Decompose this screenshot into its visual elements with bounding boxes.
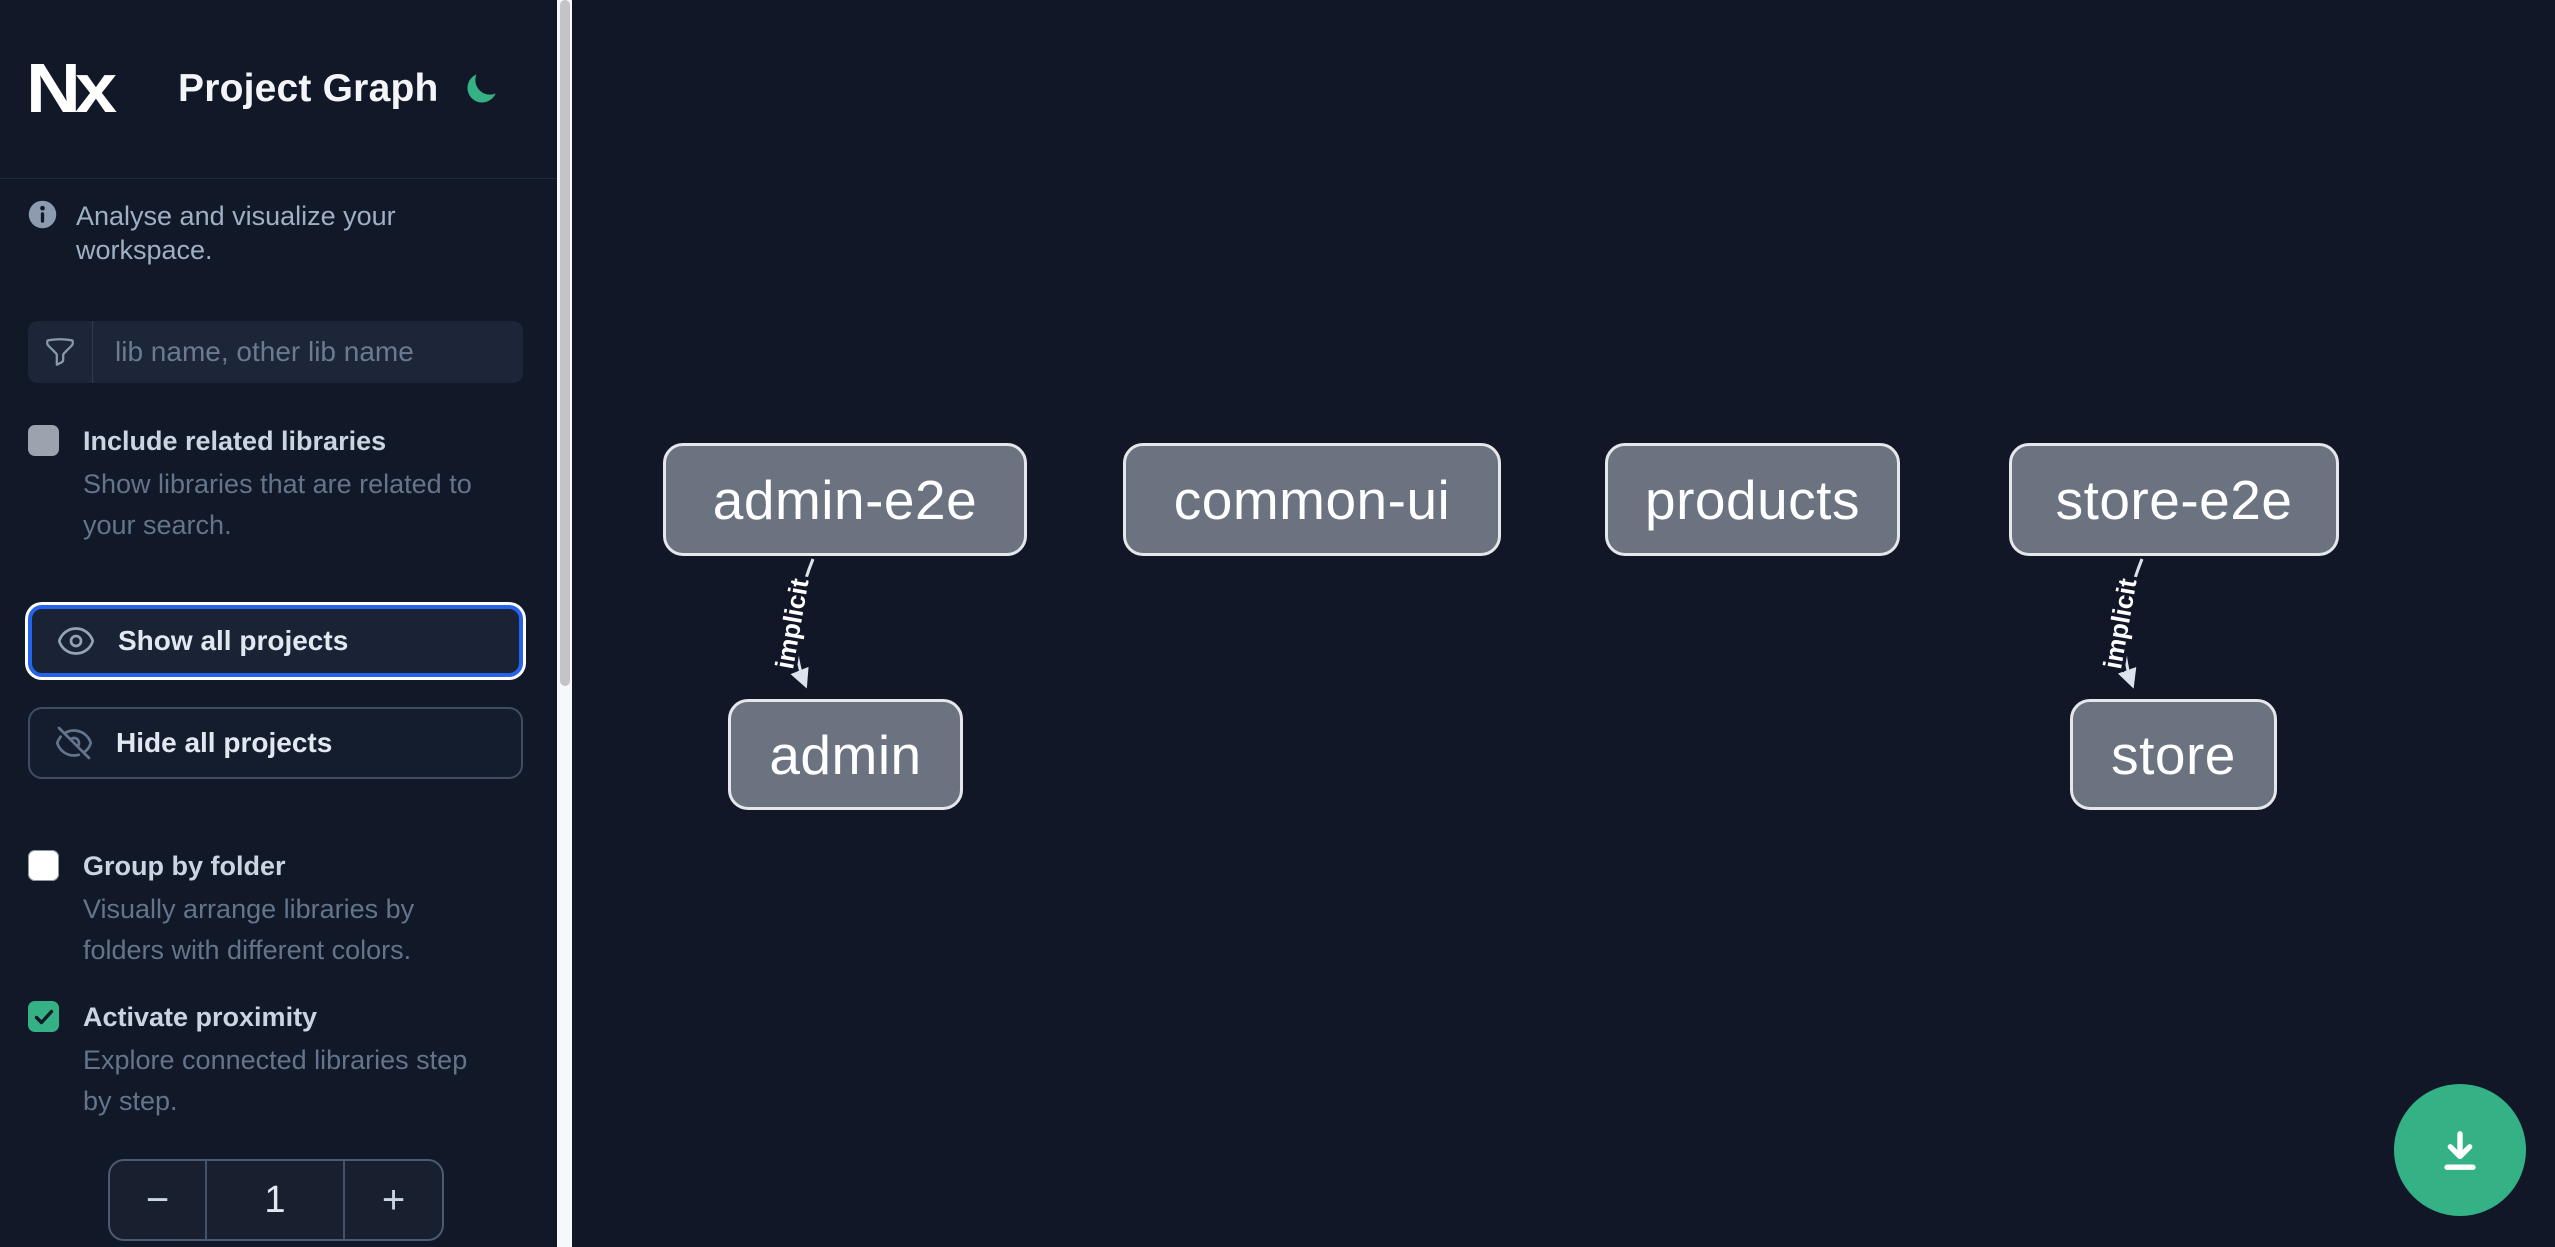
hide-all-projects-label: Hide all projects (116, 727, 333, 758)
option-activate-proximity: Activate proximity Explore connected lib… (28, 996, 498, 1122)
hide-all-projects-button[interactable]: Hide all projects (28, 707, 523, 779)
sidebar-scrollbar[interactable] (557, 0, 572, 1247)
show-all-projects-button[interactable]: Show all projects (28, 605, 523, 677)
download-graph-button[interactable] (2394, 1084, 2526, 1216)
eye-slash-icon (54, 723, 94, 763)
page-title: Project Graph (178, 67, 439, 110)
project-node-admin[interactable]: admin (728, 699, 963, 810)
project-node-store[interactable]: store (2070, 699, 2277, 810)
option-include-related: Include related libraries Show libraries… (28, 420, 498, 546)
download-icon (2444, 1131, 2476, 1170)
include-related-description: Show libraries that are related to your … (83, 469, 472, 540)
workspace-description: Analyse and visualize your workspace. (76, 201, 396, 265)
graph-canvas[interactable]: implicit implicit admin-e2e common-ui pr… (572, 0, 2555, 1247)
activate-proximity-checkbox[interactable] (28, 1001, 59, 1032)
edge-admin-e2e-to-admin[interactable] (790, 558, 815, 689)
group-by-folder-description: Visually arrange libraries by folders wi… (83, 894, 415, 965)
dependency-edges-layer: implicit implicit (766, 558, 2146, 689)
activate-proximity-label: Activate proximity (83, 1002, 318, 1032)
check-icon (34, 1009, 53, 1024)
project-filter (28, 321, 523, 383)
show-all-projects-label: Show all projects (118, 625, 349, 656)
edge-store-e2e-to-store[interactable] (2117, 558, 2144, 689)
sidebar-scrollbar-thumb[interactable] (559, 0, 570, 686)
edge-label-implicit: implicit (769, 576, 814, 671)
project-node-admin-e2e[interactable]: admin-e2e (663, 443, 1027, 556)
moon-icon (467, 74, 496, 103)
project-filter-input[interactable] (93, 321, 523, 383)
edge-label-implicit: implicit (2097, 576, 2142, 671)
group-by-folder-label: Group by folder (83, 851, 286, 881)
proximity-depth-stepper: − 1 + (108, 1159, 444, 1241)
include-related-label: Include related libraries (83, 426, 387, 456)
theme-toggle-button[interactable] (461, 69, 501, 109)
proximity-increment-button[interactable]: + (345, 1161, 442, 1239)
option-group-by-folder: Group by folder Visually arrange librari… (28, 845, 498, 971)
project-node-common-ui[interactable]: common-ui (1123, 443, 1501, 556)
proximity-decrement-button[interactable]: − (110, 1161, 207, 1239)
nx-logo: Nx (26, 49, 117, 128)
activate-proximity-description: Explore connected libraries step by step… (83, 1045, 468, 1116)
project-node-store-e2e[interactable]: store-e2e (2009, 443, 2339, 556)
funnel-icon (28, 321, 93, 383)
eye-icon (56, 621, 96, 661)
sidebar-header: Nx Project Graph (0, 0, 557, 179)
group-by-folder-checkbox[interactable] (28, 850, 59, 881)
include-related-checkbox[interactable] (28, 425, 59, 456)
workspace-intro: Analyse and visualize your workspace. (26, 198, 531, 267)
sidebar: Nx Project Graph Analyse and visualize y… (0, 0, 557, 1247)
info-icon (28, 200, 57, 229)
proximity-depth-value[interactable]: 1 (207, 1161, 345, 1239)
project-node-products[interactable]: products (1605, 443, 1900, 556)
